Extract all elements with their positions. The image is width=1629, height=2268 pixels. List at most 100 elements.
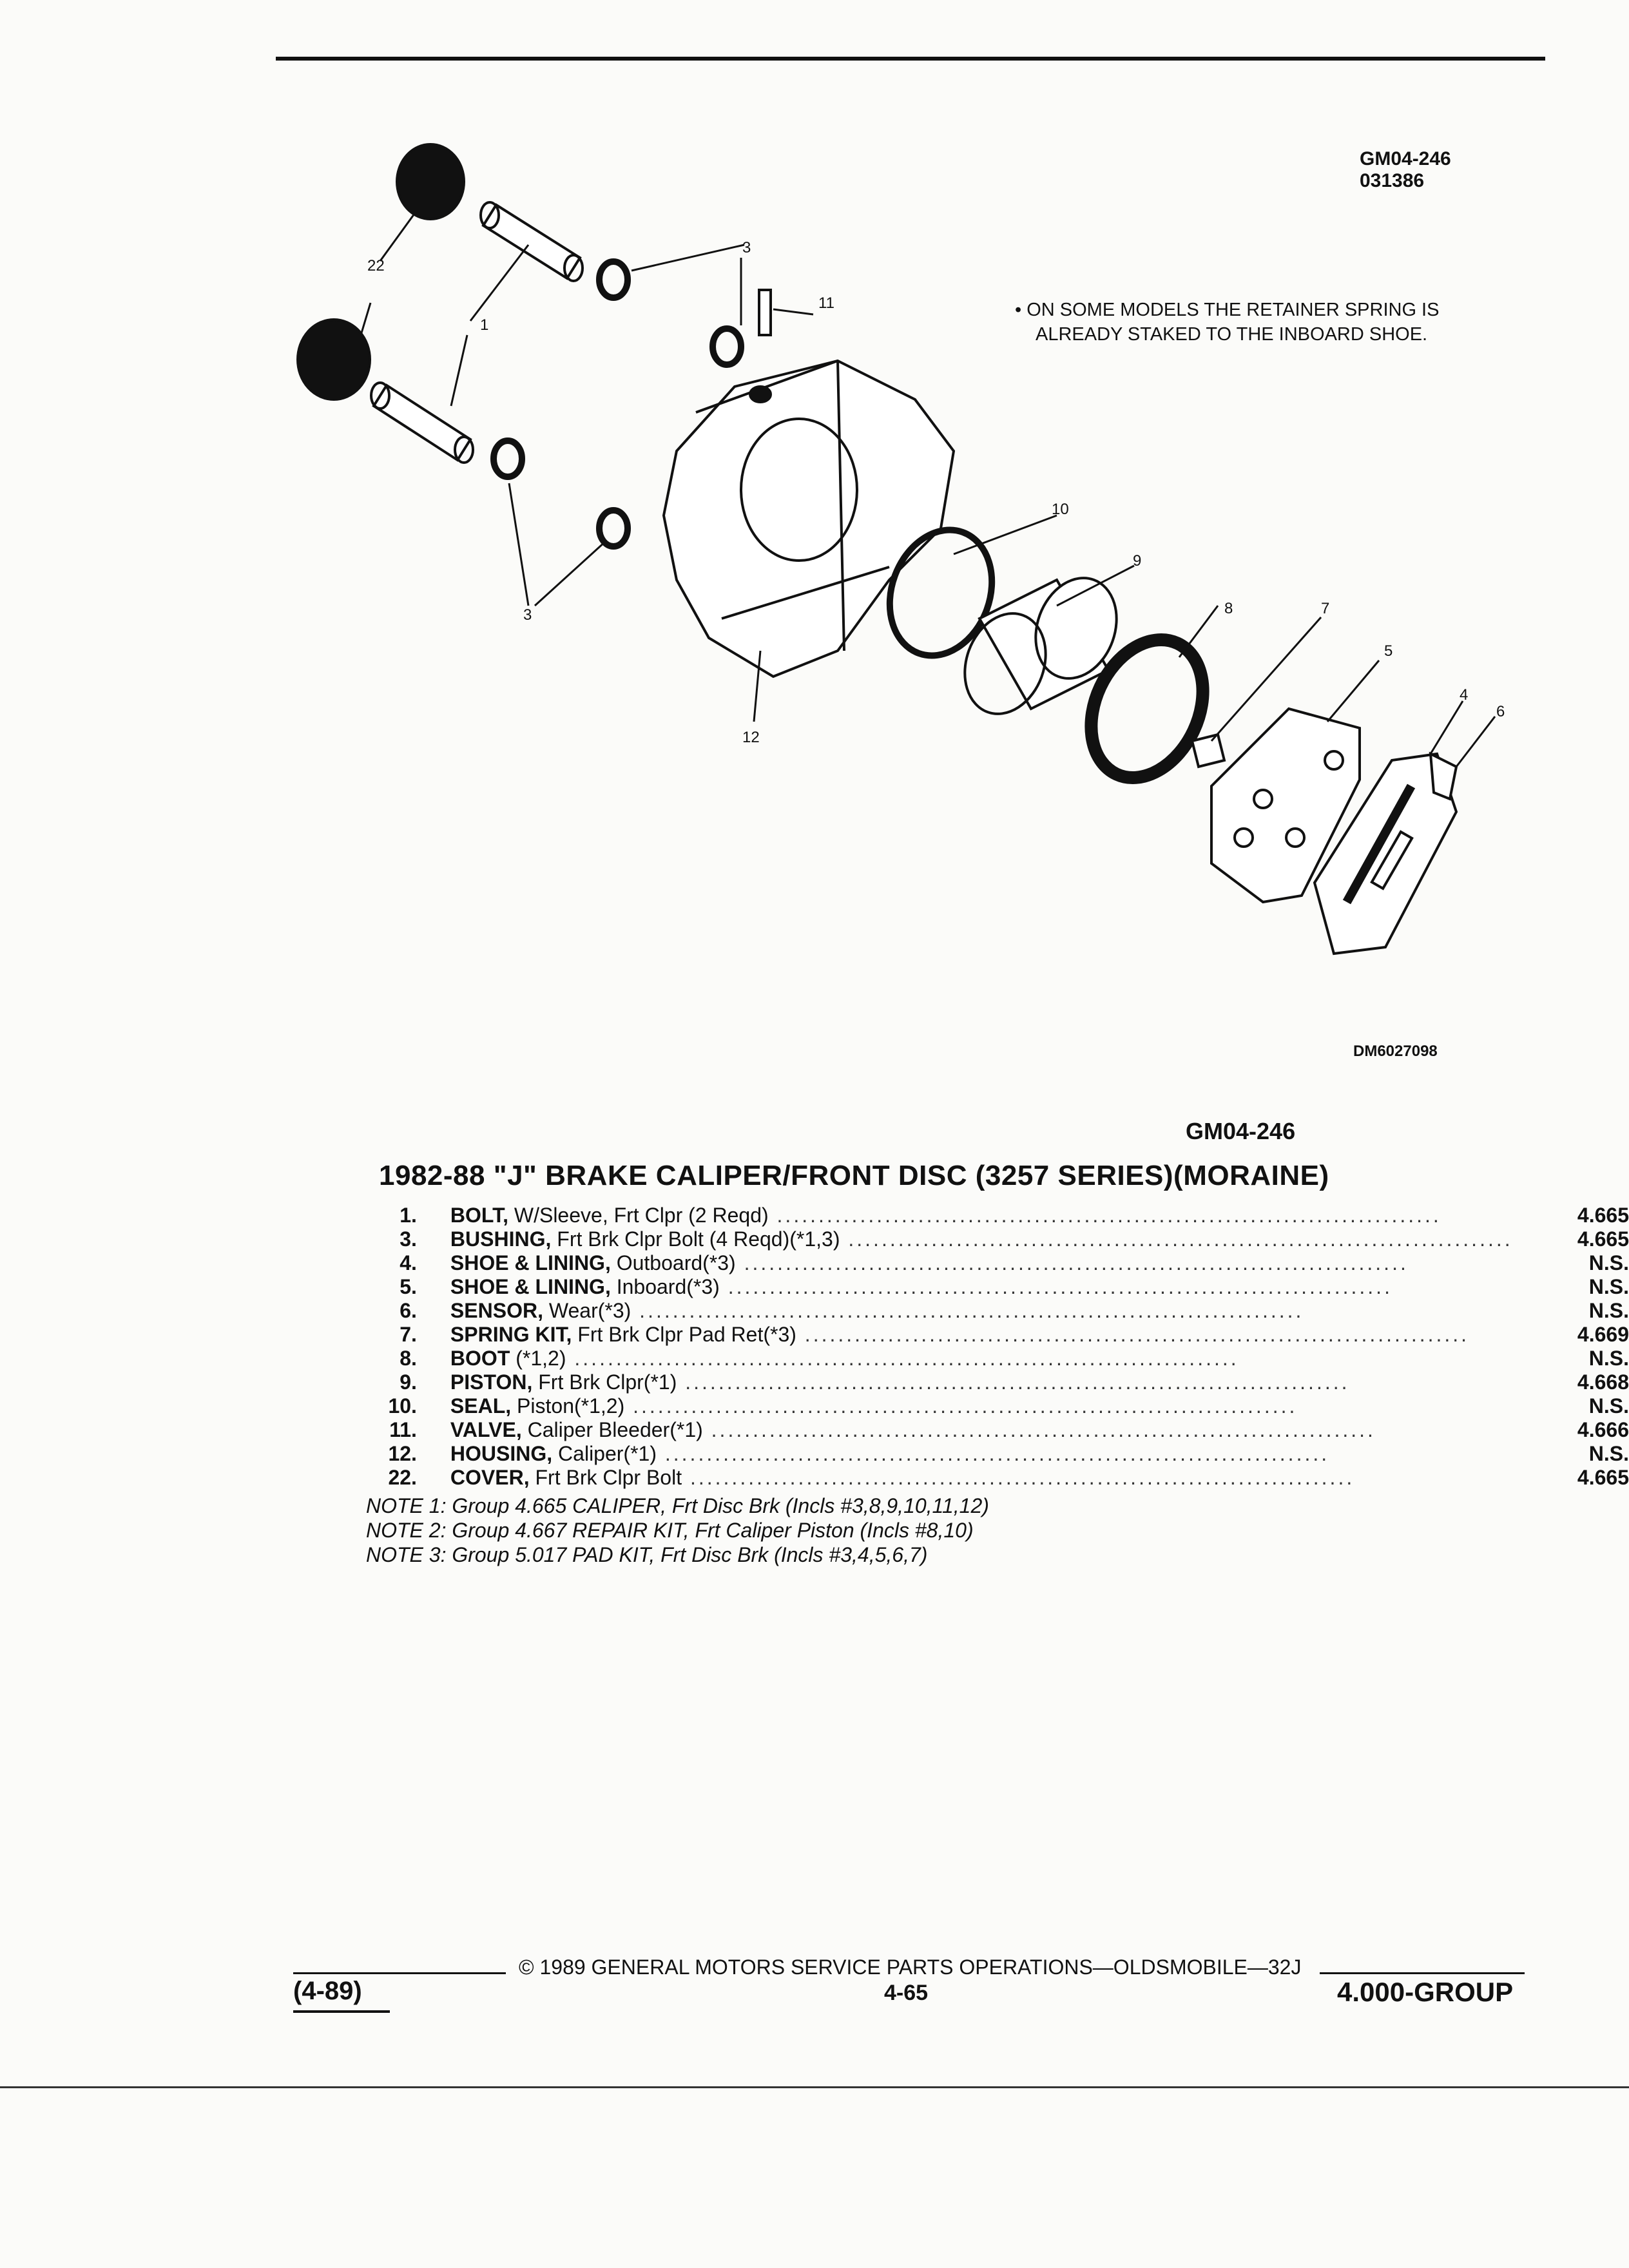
leader-dots: ........................................… — [719, 1275, 1393, 1298]
part-number: 4. — [400, 1251, 417, 1274]
part-group-code: N.S. — [1588, 1251, 1629, 1274]
part-description: SHOE & LINING, Inboard(*3) .............… — [450, 1275, 1513, 1299]
parts-row: 6. SENSOR, Wear(*3) .....................… — [366, 1299, 1629, 1323]
part-detail: Inboard(*3) — [610, 1275, 720, 1298]
part-name: SHOE & LINING, — [450, 1275, 611, 1298]
part-number: 10. — [388, 1394, 417, 1418]
part-detail: Wear(*3) — [543, 1299, 631, 1322]
parts-row: 3.BUSHING, Frt Brk Clpr Bolt (4 Reqd)(*1… — [366, 1227, 1629, 1251]
leader-dots: ........................................… — [677, 1370, 1350, 1394]
leader-dots: ........................................… — [840, 1227, 1513, 1251]
callout-12: 12 — [742, 729, 760, 746]
bushing-1 — [596, 258, 631, 301]
part-group-code: 4.669 — [1577, 1323, 1629, 1346]
callout-1: 1 — [480, 316, 488, 334]
part-detail: Caliper Bleeder(*1) — [521, 1418, 703, 1441]
part-name: BUSHING, — [450, 1227, 552, 1251]
bushing-3 — [490, 437, 525, 480]
part-group-code: N.S. — [1588, 1347, 1629, 1370]
part-number: 9. — [400, 1370, 417, 1394]
diagram-id: DM6027098 — [1353, 1043, 1438, 1060]
piston — [963, 577, 1118, 715]
caliper-housing — [662, 359, 956, 678]
part-detail: W/Sleeve, Frt Clpr (2 Reqd) — [508, 1204, 769, 1227]
footer-page-number: 4-65 — [884, 1981, 929, 2005]
callout-3-bottom: 3 — [523, 606, 532, 624]
header-date-code: 031386 — [1360, 170, 1425, 191]
part-description: HOUSING, Caliper(*1) ...................… — [450, 1442, 1513, 1466]
bolt-cover-upper — [396, 143, 465, 220]
callout-11: 11 — [818, 294, 834, 312]
part-name: SPRING KIT, — [450, 1323, 572, 1346]
part-group-code: 4.665 — [1577, 1227, 1629, 1251]
leader-dots: ........................................… — [796, 1323, 1470, 1346]
note-3: NOTE 3: Group 5.017 PAD KIT, Frt Disc Br… — [366, 1543, 928, 1566]
footer-revision: (4-89) — [293, 1977, 362, 2005]
retainer-spring-note: • ON SOME MODELS THE RETAINER SPRING IS … — [1015, 298, 1439, 347]
piston-seal — [886, 526, 996, 659]
part-description: SPRING KIT, Frt Brk Clpr Pad Ret(*3) ...… — [450, 1323, 1513, 1347]
parts-table: 1.BOLT, W/Sleeve, Frt Clpr (2 Reqd) ....… — [366, 1204, 1629, 1490]
part-description: VALVE, Caliper Bleeder(*1) .............… — [450, 1418, 1513, 1442]
part-description: BOLT, W/Sleeve, Frt Clpr (2 Reqd) ......… — [450, 1204, 1513, 1227]
callout-4: 4 — [1460, 686, 1468, 704]
top-rule — [276, 57, 1545, 61]
callout-6: 6 — [1496, 703, 1505, 720]
part-number: 6. — [400, 1299, 417, 1322]
part-name: SEAL, — [450, 1394, 512, 1418]
callout-8: 8 — [1224, 600, 1233, 617]
bolt-lower — [370, 381, 474, 464]
retainer-spring — [1190, 733, 1226, 769]
leader-dots: ........................................… — [566, 1347, 1239, 1370]
callout-7: 7 — [1321, 600, 1329, 617]
part-detail: Piston(*1,2) — [511, 1394, 625, 1418]
part-detail: Frt Brk Clpr Bolt (4 Reqd)(*1,3) — [551, 1227, 840, 1251]
part-group-code: 4.665 — [1577, 1204, 1629, 1227]
part-name: PISTON, — [450, 1370, 533, 1394]
footer-rule-right — [1320, 1972, 1525, 1974]
part-description: SEAL, Piston(*1,2) .....................… — [450, 1394, 1513, 1418]
part-name: HOUSING, — [450, 1442, 553, 1465]
parts-row: 12.HOUSING, Caliper(*1) ................… — [366, 1442, 1629, 1466]
part-group-code: 4.668 — [1577, 1370, 1629, 1394]
part-detail: (*1,2) — [510, 1347, 566, 1370]
callout-5: 5 — [1384, 642, 1393, 660]
part-group-code: N.S. — [1588, 1299, 1629, 1322]
page-edge-rule — [0, 2086, 1629, 2088]
part-description: COVER, Frt Brk Clpr Bolt ...............… — [450, 1466, 1513, 1490]
part-description: PISTON, Frt Brk Clpr(*1) ...............… — [450, 1370, 1513, 1394]
part-group-code: 4.665 — [1577, 1466, 1629, 1489]
parts-row: 9. PISTON, Frt Brk Clpr(*1) .............… — [366, 1370, 1629, 1394]
parts-row: 8.BOOT (*1,2) ..........................… — [366, 1347, 1629, 1370]
callout-9: 9 — [1133, 552, 1141, 570]
leader-dots: ........................................… — [735, 1251, 1409, 1274]
part-detail: Outboard(*3) — [610, 1251, 736, 1274]
inboard-shoe — [1210, 707, 1361, 904]
bushing-4 — [596, 507, 631, 550]
part-name: COVER, — [450, 1466, 530, 1489]
part-number: 22. — [388, 1466, 417, 1489]
section-title: 1982-88 "J" BRAKE CALIPER/FRONT DISC (32… — [379, 1160, 1329, 1191]
part-detail: Frt Brk Clpr Bolt — [529, 1466, 682, 1489]
wear-sensor — [1429, 751, 1458, 801]
piston-boot — [1084, 633, 1210, 784]
outboard-shoe — [1313, 752, 1458, 956]
leader-dots: ........................................… — [682, 1466, 1355, 1489]
note-1: NOTE 1: Group 4.665 CALIPER, Frt Disc Br… — [366, 1494, 989, 1517]
leader-dots: ........................................… — [631, 1299, 1304, 1322]
parts-row: 1.BOLT, W/Sleeve, Frt Clpr (2 Reqd) ....… — [366, 1204, 1629, 1227]
note-line-2: ALREADY STAKED TO THE INBOARD SHOE. — [1036, 324, 1428, 345]
part-description: SENSOR, Wear(*3) .......................… — [450, 1299, 1513, 1323]
note-line-1: • ON SOME MODELS THE RETAINER SPRING IS — [1015, 300, 1440, 320]
notes-block: NOTE 1: Group 4.665 CALIPER, Frt Disc Br… — [366, 1494, 989, 1567]
parts-row: 4.SHOE & LINING, Outboard(*3) ..........… — [366, 1251, 1629, 1275]
bushing-2 — [709, 325, 744, 368]
bolt-upper — [479, 201, 584, 282]
footer-rule-left — [293, 1972, 506, 1974]
part-number: 7. — [400, 1323, 417, 1346]
leader-dots: ........................................… — [768, 1204, 1441, 1227]
header-code-block: GM04-246 031386 — [1360, 148, 1451, 192]
leader-dots: ........................................… — [702, 1418, 1376, 1441]
header-code: GM04-246 — [1360, 148, 1451, 169]
parts-row: 5.SHOE & LINING, Inboard(*3) ...........… — [366, 1275, 1629, 1299]
